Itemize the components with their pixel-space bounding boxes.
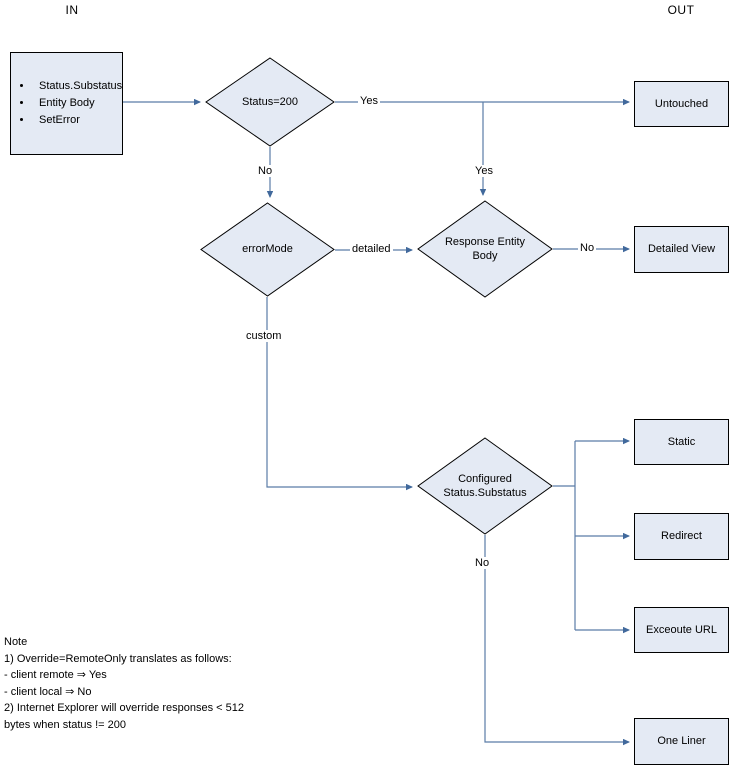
node-output-static[interactable]: Static bbox=[634, 419, 729, 465]
node-output-untouched[interactable]: Untouched bbox=[634, 81, 729, 127]
list-item: Entity Body bbox=[33, 95, 122, 112]
diamond-shape bbox=[205, 57, 335, 147]
edge-configured-no-to-one-liner bbox=[484, 535, 630, 746]
edge-label-status200-yes: Yes bbox=[358, 95, 380, 107]
list-item: SetError bbox=[33, 112, 122, 129]
node-decision-configured-status-substatus[interactable]: Configured Status.Substatus bbox=[417, 437, 553, 535]
node-output-redirect[interactable]: Redirect bbox=[634, 513, 729, 560]
node-label: One Liner bbox=[657, 735, 706, 748]
node-output-detailed-view[interactable]: Detailed View bbox=[634, 226, 729, 273]
list-item: Status.Substatus bbox=[33, 78, 122, 95]
node-decision-response-entity-body[interactable]: Response Entity Body bbox=[417, 200, 553, 298]
column-header-out: OUT bbox=[667, 3, 695, 17]
column-header-in: IN bbox=[65, 3, 79, 17]
node-output-execute-url[interactable]: Exceoute URL bbox=[634, 607, 729, 653]
node-label: Detailed View bbox=[647, 243, 716, 256]
diamond-shape bbox=[200, 202, 335, 297]
note-text: Note 1) Override=RemoteOnly translates a… bbox=[4, 636, 244, 731]
node-output-one-liner[interactable]: One Liner bbox=[634, 718, 729, 765]
edge-label-untouched-down-yes: Yes bbox=[473, 165, 495, 177]
edge-label-reb-no: No bbox=[578, 242, 597, 254]
node-decision-status200[interactable]: Status=200 bbox=[205, 57, 335, 147]
diamond-shape bbox=[417, 437, 553, 535]
node-label: Untouched bbox=[654, 97, 709, 110]
input-item-list: Status.Substatus Entity Body SetError bbox=[19, 78, 122, 129]
edge-errormode-custom-to-configured bbox=[266, 297, 413, 491]
node-decision-errormode[interactable]: errorMode bbox=[200, 202, 335, 297]
edge-label-status200-no: No bbox=[256, 165, 275, 177]
node-input-box[interactable]: Status.Substatus Entity Body SetError bbox=[10, 52, 123, 155]
node-label: Exceoute URL bbox=[646, 623, 717, 636]
node-label: Static bbox=[667, 435, 696, 448]
edge-label-errormode-custom: custom bbox=[244, 330, 284, 342]
edge-label-errormode-detailed: detailed bbox=[350, 243, 393, 255]
edge-label-configured-no: No bbox=[473, 557, 492, 569]
node-label: Redirect bbox=[661, 530, 702, 543]
diamond-shape bbox=[417, 200, 553, 298]
